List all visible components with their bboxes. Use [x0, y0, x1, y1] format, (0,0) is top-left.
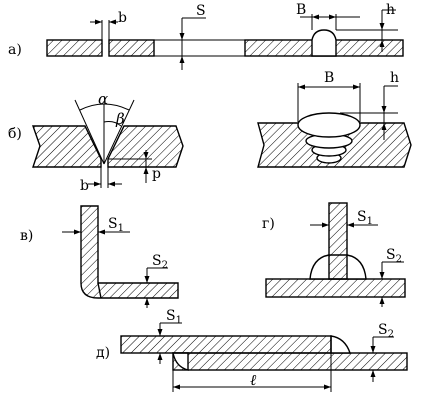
figure-label-v: в): [20, 228, 33, 244]
dim-a-gap-b: b: [118, 10, 127, 26]
dim-g-s2: S2: [386, 247, 402, 265]
dim-v-s1: S1: [108, 216, 124, 234]
top-plate: [120, 335, 332, 354]
vertical-plate: [328, 202, 348, 280]
figure-g-tee-joint: [265, 202, 406, 298]
weld-bead: [311, 29, 337, 57]
dim-b-gap-b: b: [80, 178, 89, 194]
figure-label-g: г): [262, 216, 275, 232]
plate-right: [108, 39, 155, 57]
flanged-plate: [80, 205, 179, 299]
lap-weld-left: [172, 352, 189, 371]
figure-a-butt-gap: [46, 39, 155, 57]
weld-layers: [297, 112, 361, 164]
plate-left-bevel: [32, 125, 102, 168]
figure-d-lap-joint: [120, 335, 408, 371]
dim-b-root-p: p: [152, 166, 161, 182]
dim-b-angle-beta: β: [115, 110, 125, 128]
figure-v-corner-joint: [80, 205, 179, 299]
dim-v-s2: S2: [152, 253, 168, 271]
figure-a-butt-welded: [244, 29, 404, 57]
dim-a-thickness-s: S: [196, 3, 206, 19]
figure-b-v-welded: [257, 112, 412, 168]
base-plate: [265, 278, 406, 298]
dim-d-s1: S1: [166, 308, 182, 326]
dim-b-height-h: h: [390, 70, 399, 86]
dim-a-height-h: h: [386, 2, 395, 18]
figure-b-v-groove: [32, 125, 184, 168]
lap-weld-right: [330, 335, 351, 354]
figure-label-d: д): [96, 345, 110, 361]
dim-d-s2: S2: [378, 322, 394, 340]
plate-left: [46, 39, 103, 57]
figure-label-b: б): [8, 126, 22, 142]
dim-g-s1: S1: [357, 209, 373, 227]
figure-label-a: а): [8, 42, 22, 58]
dim-b-angle-alpha: α: [98, 90, 108, 108]
bottom-plate: [172, 352, 408, 371]
dim-b-width-b: B: [324, 70, 334, 86]
dim-d-overlap-l: ℓ: [250, 371, 256, 389]
dim-a-width-b: B: [296, 2, 306, 18]
